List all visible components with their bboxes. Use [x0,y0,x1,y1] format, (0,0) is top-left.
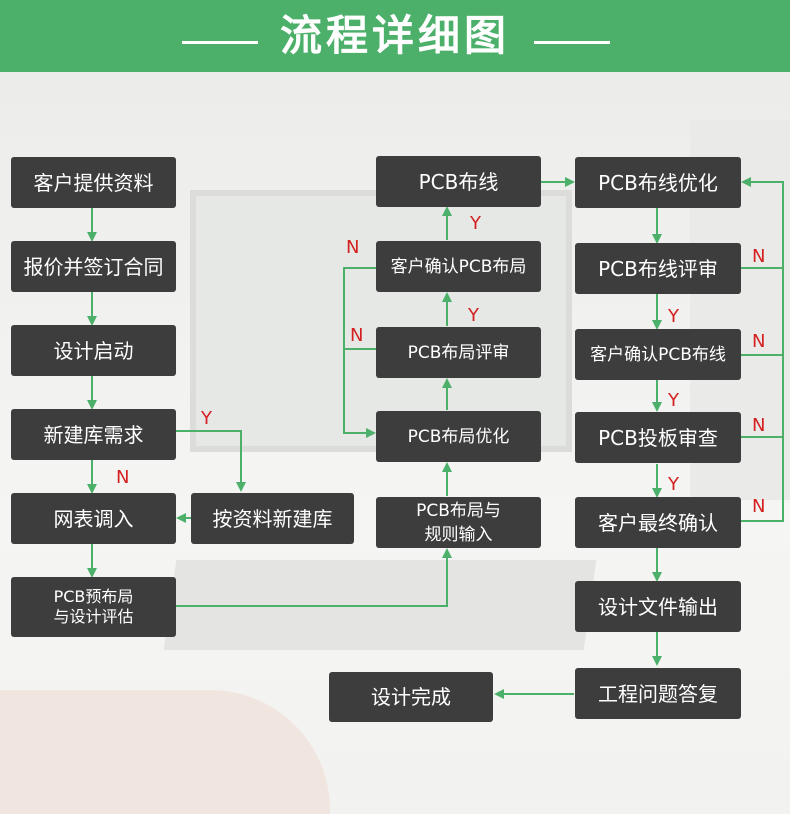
label-route-review-yes: Y [667,306,680,327]
label-confirm-route-no: N [752,331,765,352]
page-title: 流程详细图 [279,11,510,60]
background-person-arm [0,690,330,814]
node-pcb-route-review: PCB布线评审 [575,243,741,294]
label-confirm-place-no: N [346,237,359,258]
label-place-review-no: N [350,325,363,346]
banner-left-line [182,41,258,44]
label-final-confirm-no: N [752,496,765,517]
banner-right-line [534,41,610,44]
label-library-yes: Y [200,408,213,429]
node-pcb-routing: PCB布线 [376,156,541,207]
arrow-library-yes-to-build [176,430,246,492]
node-engineering-qa: 工程问题答复 [575,668,741,719]
node-pcb-preplace-eval: PCB预布局 与设计评估 [11,577,176,637]
label-route-review-no: N [752,246,765,267]
node-pcb-place-review: PCB布局评审 [376,327,541,378]
label-fab-review-yes: Y [667,474,680,495]
title-banner [0,0,790,72]
node-pcb-fab-review: PCB投板审查 [575,412,741,463]
node-pcb-place-rule-input: PCB布局与 规则输入 [376,497,541,548]
label-library-no: N [116,467,129,488]
arrow-preplace-to-ruleinput [176,548,452,607]
node-netlist-import: 网表调入 [11,493,176,544]
arrow-confirm-no-loop [343,267,376,438]
node-customer-confirm-route: 客户确认PCB布线 [575,329,741,380]
arrow-right-no-loop [741,177,784,522]
node-design-start: 设计启动 [11,325,176,376]
background-monitor [190,190,572,452]
node-customer-confirm-place: 客户确认PCB布局 [376,241,541,292]
node-new-library-need: 新建库需求 [11,409,176,460]
node-design-complete: 设计完成 [329,672,493,722]
label-place-review-yes: Y [467,305,480,326]
node-pcb-route-optimize: PCB布线优化 [575,157,741,208]
node-quote-contract: 报价并签订合同 [11,241,176,292]
node-customer-final-confirm: 客户最终确认 [575,497,741,548]
node-customer-provide-data: 客户提供资料 [11,157,176,208]
node-pcb-place-optimize: PCB布局优化 [376,411,541,462]
label-confirm-place-yes: Y [469,213,482,234]
label-confirm-route-yes: Y [667,390,680,411]
label-fab-review-no: N [752,415,765,436]
node-design-file-output: 设计文件输出 [575,581,741,632]
node-build-library-by-data: 按资料新建库 [191,493,354,544]
